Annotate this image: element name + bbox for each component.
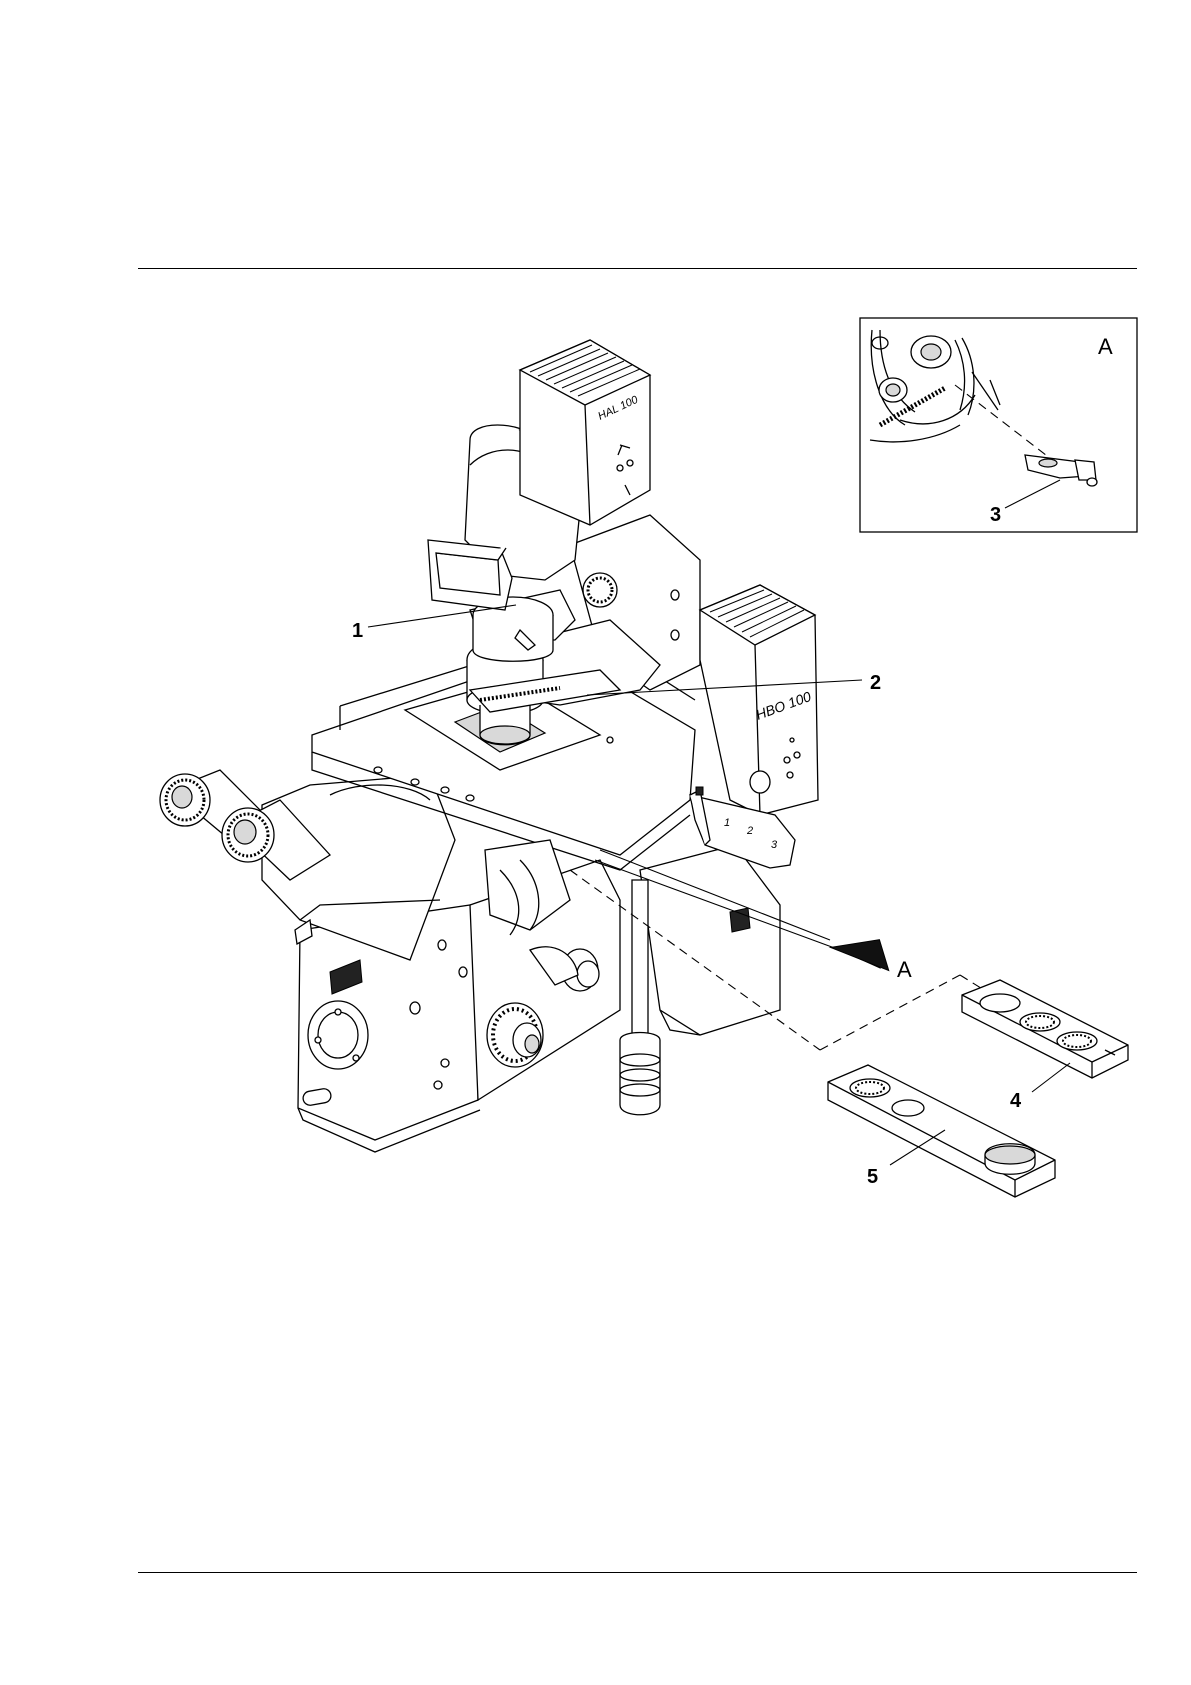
- footer-rule: [138, 1572, 1137, 1573]
- slider-5: 5: [828, 1065, 1055, 1197]
- view-arrow-label: A: [897, 957, 912, 982]
- callout-1: 1: [352, 620, 363, 642]
- callout-3: 3: [990, 504, 1001, 526]
- slider-4: 4: [962, 980, 1128, 1112]
- slider-position-2: 2: [746, 825, 753, 837]
- focus-knob: [487, 1003, 543, 1067]
- detail-inset-frame: [860, 318, 1137, 532]
- callout-4: 4: [1010, 1090, 1022, 1112]
- insertion-path-upper: [820, 975, 960, 1050]
- callout-2: 2: [870, 672, 881, 694]
- hal-lamp: HAL 100: [520, 340, 650, 525]
- binocular-tube: [160, 770, 455, 960]
- hbo-lamp: HBO 100: [700, 585, 818, 815]
- slider-position-1: 1: [724, 817, 730, 829]
- slider-position-3: 3: [771, 839, 778, 851]
- detail-view-label: A: [1098, 334, 1113, 359]
- callout-5: 5: [867, 1166, 878, 1188]
- detail-inset: 3 A: [860, 318, 1137, 532]
